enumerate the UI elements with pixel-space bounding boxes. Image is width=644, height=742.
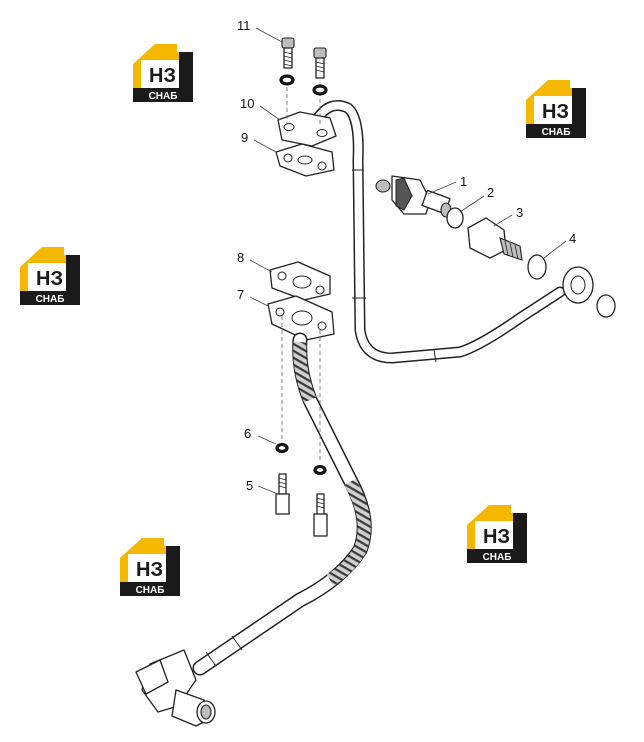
lower-gasket — [269, 261, 331, 301]
logo-watermark: НЗ СНАБ — [20, 247, 80, 305]
callout-6: 6 — [244, 426, 251, 441]
lower-oil-return-line — [135, 332, 372, 727]
callout-10: 10 — [240, 96, 254, 111]
logo-caption: СНАБ — [542, 127, 571, 138]
callout-9: 9 — [241, 130, 248, 145]
callout-11: 11 — [237, 18, 251, 33]
callout-3: 3 — [516, 205, 523, 220]
logo-watermark: НЗ СНАБ — [133, 44, 193, 102]
banjo-fitting — [562, 266, 616, 318]
logo-caption: СНАБ — [36, 294, 65, 305]
upper-oil-pipe — [312, 100, 566, 364]
logo-mark: НЗ — [542, 101, 569, 123]
sealing-washer-2 — [446, 207, 464, 229]
logo-mark: НЗ — [483, 526, 510, 548]
upper-gasket — [275, 143, 335, 177]
logo-watermark: НЗ СНАБ — [120, 538, 180, 596]
upper-bolts — [279, 37, 328, 124]
callout-8: 8 — [237, 250, 244, 265]
callout-labels: 1 2 3 4 5 6 7 8 9 10 11 — [237, 18, 576, 493]
logo-caption: СНАБ — [483, 552, 512, 563]
logo-watermark: НЗ СНАБ — [526, 80, 586, 138]
callout-5: 5 — [246, 478, 253, 493]
sealing-washer-4 — [527, 254, 547, 280]
logo-watermark: НЗ СНАБ — [467, 505, 527, 563]
logo-mark: НЗ — [149, 65, 176, 87]
logo-mark: НЗ — [36, 268, 63, 290]
check-valve-fitting — [375, 175, 452, 218]
callout-1: 1 — [460, 174, 467, 189]
callout-7: 7 — [237, 287, 244, 302]
callout-4: 4 — [569, 231, 576, 246]
callout-leaders — [249, 27, 567, 495]
logo-mark: НЗ — [136, 559, 163, 581]
logo-caption: СНАБ — [136, 585, 165, 596]
callout-2: 2 — [487, 185, 494, 200]
lower-flange — [267, 295, 335, 341]
upper-flange — [277, 111, 337, 147]
lower-studs — [275, 316, 328, 537]
logo-caption: СНАБ — [149, 91, 178, 102]
adapter-union — [467, 217, 523, 261]
